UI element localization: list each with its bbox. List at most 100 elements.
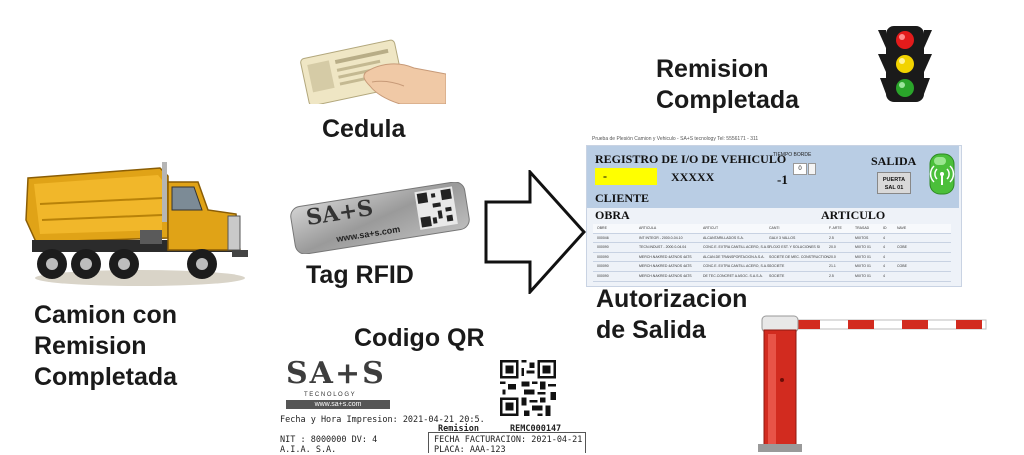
table-row-cell: MIXTO 01 (855, 273, 871, 278)
screen-title: REGISTRO DE I/O DE VEHICULO (595, 152, 787, 166)
table-row-cell: 4 (883, 235, 885, 240)
table-row-cell: 000046 (597, 235, 609, 240)
table-row-cell: MIXTOS (855, 235, 869, 240)
table-row-cell: 4 (883, 273, 885, 278)
stepper-input[interactable]: 0 (793, 163, 807, 175)
stepper-arrows[interactable] (808, 163, 816, 175)
receipt-nit-line: NIT : 8000000 DV: 4 (280, 435, 378, 445)
table-header-row-cell: ID (883, 226, 887, 230)
autorizacion-label: Autorizacion de Salida (596, 284, 747, 346)
table-header-row-cell: ARTICUT (703, 226, 719, 230)
receipt-remision-label: Remision (438, 424, 479, 434)
table-row-cell: COBE (897, 245, 907, 250)
table-row-cell: 4 (883, 264, 885, 269)
table-row-cell: 20.0 (829, 245, 836, 250)
table-row-cell: INT INTEGR - 2000.0-04.10 (639, 235, 683, 240)
rfid-label: Tag RFID (306, 261, 414, 289)
puerta-button[interactable]: PUERTA SAL 01 (877, 172, 911, 194)
arrow-right-icon (484, 170, 586, 294)
table-row-cell: SOCIETE (769, 273, 785, 278)
table-row-cell: MERCH.NAKRED 4ATNOS 4ATS (639, 264, 692, 269)
receipt-placa-line: PLACA: AAA-123 (434, 445, 506, 455)
cedula-label: Cedula (322, 115, 406, 143)
table-row-cell: 21.1 (829, 264, 836, 269)
autorizacion-label-line-2: de Salida (596, 316, 706, 344)
table-row-cell: 4 (883, 245, 885, 250)
tiempo-label: TIEMPO BORDE (773, 152, 812, 158)
receipt-brand: T E C N O L O G Y (304, 392, 355, 398)
salida-label: SALIDA (871, 154, 917, 168)
qr-label: Codigo QR (354, 324, 485, 352)
receipt: SA+S T E C N O L O G Y www.sa+s.com Fech… (278, 356, 590, 455)
puerta-line-2: SAL 01 (884, 185, 904, 191)
table-row-cell: SOCIETE (769, 264, 785, 269)
table-row-cell: 20.0 (829, 254, 836, 259)
receipt-print-line: Fecha y Hora Impresion: 2021-04-21 20:5. (280, 415, 485, 425)
receipt-url: www.sa+s.com (286, 400, 390, 409)
table-row-cell: 2.5 (829, 235, 834, 240)
table-row-cell: MERCH.NAKRED 4ATNOS 4ATS (639, 254, 692, 259)
table-row-cell: MIXTO 01 (855, 245, 871, 250)
truck-label-line-3: Completada (34, 363, 178, 391)
truck-label: Camion con Remision Completada (34, 300, 177, 393)
table-header-row-cell: TRASAD (855, 226, 870, 230)
counter-value: -1 (777, 172, 788, 187)
truck-label-line-1: Camion con (34, 301, 178, 329)
qr-code-icon (500, 360, 556, 416)
obra-label: OBRA (595, 208, 630, 222)
table-row-cell: DE TEC.CONCRET A ASOC. S.A.S.A. (703, 273, 763, 278)
table-row-cell: MIXTO 01 (855, 254, 871, 259)
traffic-light-icon (878, 26, 932, 102)
table-header-row-cell: F. ARTE (829, 226, 842, 230)
cliente-label: CLIENTE (595, 191, 650, 205)
table-row: 000046 INT INTEGR - 2000.0-04.10 ALCANTARI… (593, 234, 951, 244)
receipt-company: A.I.A. S.A. (280, 445, 337, 455)
remision-label: Remision Completada (656, 54, 799, 116)
table-row-cell: CONC.E. EXTRA CANTILL ACERO, S.A.S. (703, 264, 771, 269)
puerta-line-1: PUERTA (882, 177, 906, 183)
table-row-cell: CONC.E. EXTRA CANTILL ACERO, S.A.S. (703, 245, 771, 250)
table-row-cell: ALCAN.DE TRANSPORTACION A.S.A. (703, 254, 765, 259)
table-row-cell: 000090 (597, 254, 609, 259)
id-value-cell: - (595, 168, 657, 185)
vehicle-table: OBRE ARTICULA ARTICUT CANTI F. ARTE TRASAD ID N… (593, 224, 951, 282)
table-row-cell: 4 (883, 254, 885, 259)
receipt-remision-number: REMC000147 (510, 424, 562, 434)
receipt-logo: SA+S (286, 356, 386, 391)
receipt-box (428, 432, 586, 453)
table-row-cell: FLOJO EST. Y SOLUCIONES SI (769, 245, 821, 250)
plate-value: XXXXX (671, 170, 715, 184)
table-header-row-cell: CANTI (769, 226, 780, 230)
table-row-cell: 000090 (597, 264, 609, 269)
table-row-cell: 000090 (597, 273, 609, 278)
table-row: 000090 MERCH.NAKRED 4ATNOS 4ATS ALCAN.DE T… (593, 253, 951, 263)
dump-truck-icon (25, 162, 248, 286)
table-row-cell: TECN.INDUST - 2000.0-04.04 (639, 245, 687, 250)
table-row-cell: ALCANTARILLADOS S.A. (703, 235, 744, 240)
table-header-row-cell: OBRE (597, 226, 607, 230)
vehicle-registry-screen: REGISTRO DE I/O DE VEHICULO TIEMPO BORDE… (586, 145, 962, 287)
table-row-cell: 2.5 (829, 273, 834, 278)
table-header-row: OBRE ARTICULA ARTICUT CANTI F. ARTE TRASAD ID N… (593, 224, 951, 234)
table-row-cell: COBE (897, 264, 907, 269)
table-row-cell: MIXTO 01 (855, 264, 871, 269)
articulo-label: ARTICULO (821, 208, 886, 222)
table-header-row-cell: ARTICULA (639, 226, 657, 230)
boom-barrier-icon (758, 315, 987, 452)
table-row: 000090 MERCH.NAKRED 4ATNOS 4ATS DE TEC.CON… (593, 272, 951, 282)
receipt-fecha-line: FECHA FACTURACION: 2021-04-21 (434, 435, 583, 445)
table-row-cell: MERCH.NAKRED 4ATNOS 4ATS (639, 273, 692, 278)
id-card-hand-icon (300, 39, 446, 104)
table-row: 000090 MERCH.NAKRED 4ATNOS 4ATS CONC.E. EX… (593, 262, 951, 272)
wireless-signal-icon[interactable] (929, 153, 955, 195)
truck-label-line-2: Remision (34, 332, 147, 360)
table-row-cell: SOCIETE DE MEC. CONSTRUCTION (769, 254, 830, 259)
table-row-cell: 000090 (597, 245, 609, 250)
table-row: 000090 TECN.INDUST - 2000.0-04.04 CONC.E. … (593, 243, 951, 253)
autorizacion-label-line-1: Autorizacion (596, 285, 748, 313)
remision-label-line-1: Remision (656, 55, 769, 83)
remision-label-line-2: Completada (656, 86, 800, 114)
rfid-tag-icon (290, 182, 470, 254)
table-header-row-cell: NAVE (897, 226, 907, 230)
screen-caption: Prueba de Plesión Camion y Vehiculo - SA… (592, 136, 759, 142)
